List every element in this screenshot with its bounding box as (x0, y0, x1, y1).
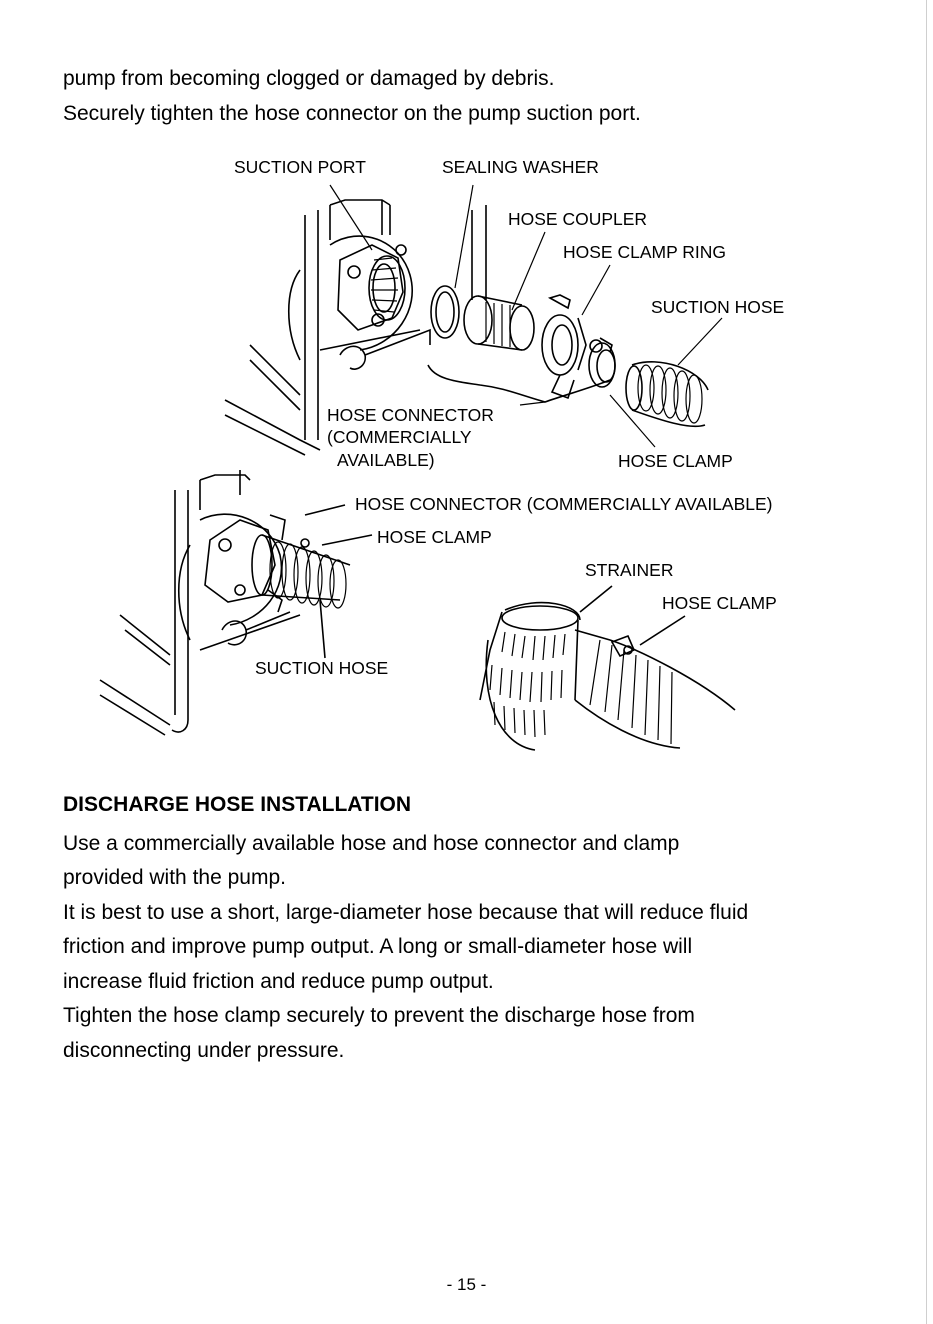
discharge-line-2: provided with the pump. (63, 866, 286, 889)
label-sealing-washer: SEALING WASHER (442, 157, 599, 177)
label-hose-clamp-ring: HOSE CLAMP RING (563, 242, 726, 262)
label-hose-coupler: HOSE COUPLER (508, 209, 647, 229)
discharge-line-3: It is best to use a short, large-diamete… (63, 901, 749, 924)
discharge-line-7: disconnecting under pressure. (63, 1039, 345, 1062)
label-suction-hose-top: SUCTION HOSE (651, 297, 784, 317)
intro-line-2: Securely tighten the hose connector on t… (63, 102, 641, 125)
discharge-line-6: Tighten the hose clamp securely to preve… (63, 1004, 695, 1027)
label-hose-connector-line-3: AVAILABLE) (337, 450, 435, 470)
label-hose-connector-line-1: HOSE CONNECTOR (327, 405, 494, 425)
hose-coupler-part (463, 295, 535, 351)
label-strainer-hose-clamp: HOSE CLAMP (662, 593, 777, 613)
label-suction-hose-bottom: SUCTION HOSE (255, 658, 388, 678)
hose-clamp-ring-part (541, 294, 587, 400)
page-number: - 15 - (446, 1275, 487, 1294)
hose-connector-brace (427, 364, 611, 403)
bottom-leader-lines (304, 504, 686, 659)
discharge-line-5: increase fluid friction and reduce pump … (63, 970, 494, 993)
pump-suction-port-illustration (224, 199, 487, 456)
discharge-heading: DISCHARGE HOSE INSTALLATION (63, 793, 412, 816)
label-suction-port: SUCTION PORT (234, 157, 366, 177)
label-hose-connector-bottom: HOSE CONNECTOR (COMMERCIALLY AVAILABLE) (355, 494, 773, 514)
page-edge-divider (926, 0, 927, 1324)
label-hose-clamp-bottom: HOSE CLAMP (377, 527, 492, 547)
discharge-line-1: Use a commercially available hose and ho… (63, 832, 680, 855)
label-hose-connector-line-2: (COMMERCIALLY (327, 427, 472, 447)
label-strainer: STRAINER (585, 560, 673, 580)
hose-clamp-part (588, 337, 616, 388)
hose-installation-diagram: SUCTION PORT SEALING WASHER HOSE COUPLER… (99, 157, 784, 751)
label-hose-clamp-top: HOSE CLAMP (618, 451, 733, 471)
top-leader-lines (329, 184, 723, 448)
pump-with-connected-hose-illustration (99, 470, 351, 736)
intro-line-1: pump from becoming clogged or damaged by… (63, 67, 555, 90)
discharge-line-4: friction and improve pump output. A long… (63, 935, 693, 958)
sealing-washer-part (430, 285, 460, 339)
strainer-illustration (479, 601, 736, 751)
suction-hose-part (625, 361, 709, 428)
